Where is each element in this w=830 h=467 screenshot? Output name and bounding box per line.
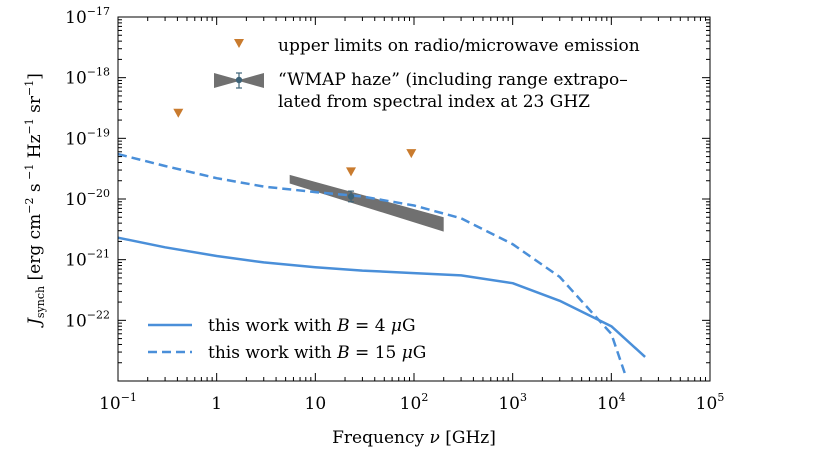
wmap-haze-band: [289, 174, 444, 232]
upper-limit-marker-2: [406, 149, 417, 159]
y-tick-label: 10−20: [65, 187, 110, 210]
x-tick-label: 10: [305, 394, 327, 414]
y-tick-label: 10−17: [65, 5, 110, 28]
legend-upper-limit-label: upper limits on radio/microwave emission: [278, 36, 640, 56]
legend-wmap-point: [235, 76, 243, 84]
upper-limit-marker-1: [346, 167, 356, 177]
legend-solid-label: this work with B = 4 μG: [208, 316, 416, 336]
x-tick-label: 102: [400, 391, 429, 414]
wmap-haze-point: [347, 193, 355, 200]
x-tick-label: 105: [696, 391, 725, 414]
x-tick-label: 103: [498, 391, 527, 414]
y-tick-label: 10−21: [65, 248, 110, 271]
marker-layer: [173, 108, 417, 203]
legend-wmap-label-line1: “WMAP haze” (including range extrapo–: [278, 70, 628, 90]
tick-layer: 10−1 1 10 102 103 104 105 10−22 10−21 10−20 10−19 1…: [65, 5, 724, 414]
y-tick-label: 10−22: [65, 308, 110, 331]
x-tick-label: 104: [597, 391, 626, 414]
x-tick-label: 1: [211, 394, 222, 414]
legend-wmap-label-line2: lated from spectral index at 23 GHZ: [278, 92, 590, 112]
legend-dashed-label: this work with B = 15 μG: [208, 343, 426, 363]
y-tick-label: 10−19: [65, 126, 110, 149]
series-layer: [117, 152, 646, 377]
wmap-haze-band-layer: [289, 174, 444, 232]
series-line-b4: [117, 236, 646, 358]
series-line-b15: [117, 152, 627, 377]
y-axis-title: Jsynch [erg cm−2 s −1 Hz−1 sr−1]: [23, 73, 47, 328]
x-axis-title: Frequency ν [GHz]: [332, 428, 496, 448]
y-tick-label: 10−18: [65, 66, 110, 89]
legend-upper-limit-marker: [234, 39, 244, 48]
legend-bottom: this work with B = 4 μG this work with B…: [148, 316, 426, 363]
x-tick-label: 10−1: [99, 391, 137, 414]
upper-limit-marker-0: [173, 108, 184, 118]
legend-top: upper limits on radio/microwave emission…: [214, 36, 640, 112]
